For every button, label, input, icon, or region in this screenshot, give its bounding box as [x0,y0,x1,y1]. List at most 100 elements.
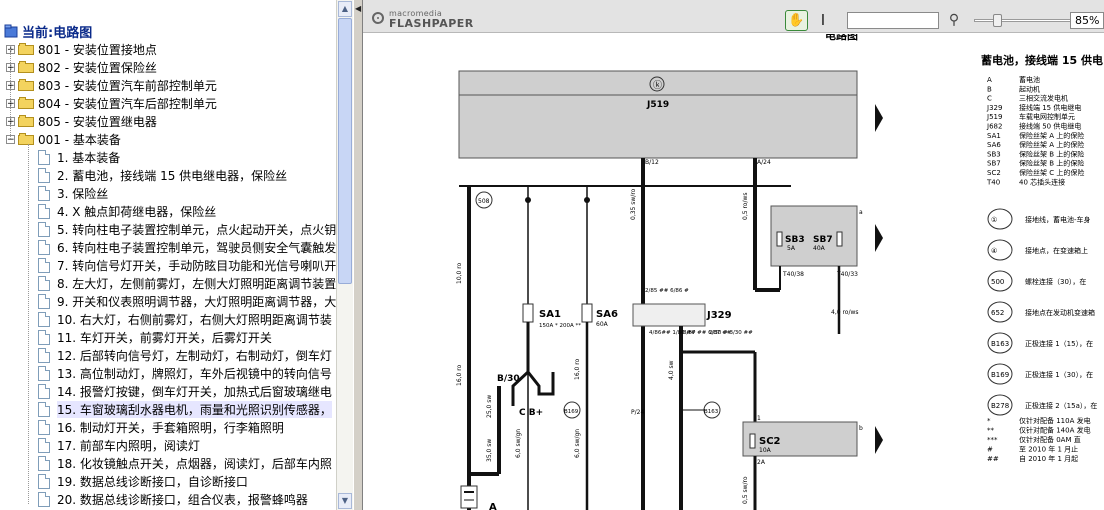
sb7-label: SB7 [813,235,833,245]
tree-item[interactable]: 16. 制动灯开关，手套箱照明，行李箱照明 [38,418,284,436]
tree-folder[interactable]: +805 - 安装位置继电器 [6,112,157,130]
tree-item[interactable]: 14. 报警灯按键，倒车灯开关，加热式后窗玻璃继电 [38,382,332,400]
tree-item[interactable]: 13. 高位制动灯，牌照灯，车外后视镜中的转向信号 [38,364,332,382]
tree-folder[interactable]: +802 - 安装位置保险丝 [6,58,157,76]
tree-item-label: 14. 报警灯按键，倒车灯开关，加热式后窗玻璃继电 [57,384,332,399]
legend-code: *** [987,436,998,444]
scroll-thumb[interactable] [338,18,352,284]
tree-scrollbar[interactable]: ▲ ▼ [336,0,353,510]
hand-tool-button[interactable]: ✋ [785,10,808,31]
svg-text:6,0 sw/gn: 6,0 sw/gn [515,429,522,458]
tree-item[interactable]: 17. 前部车内照明，阅读灯 [38,436,200,454]
tree-header[interactable]: 当前:电路图 [4,22,93,41]
tree-item[interactable]: 18. 化妆镜触点开关，点烟器，阅读灯，后部车内照 [38,454,332,472]
document-icon [38,419,50,435]
tree-item[interactable]: 11. 车灯开关，前雾灯开关，后雾灯开关 [38,328,272,346]
tree-item-label: 5. 转向柱电子装置控制单元，点火起动开关，点火钥 [57,222,336,237]
folder-icon [18,133,34,145]
svg-text:A/24: A/24 [757,159,771,166]
tree-item[interactable]: 10. 右大灯，右侧前雾灯，右侧大灯照明距离调节装 [38,310,332,328]
legend-code: SB7 [987,160,1001,168]
legend-code: B163 [991,340,1009,348]
tree-item[interactable]: 9. 开关和仪表照明调节器，大灯照明距离调节器，大 [38,292,336,310]
tree-folder-label: 804 - 安装位置汽车后部控制单元 [38,96,217,111]
svg-text:T40/33: T40/33 [836,271,858,278]
tree-item[interactable]: 20. 数据总线诊断接口，组合仪表，报警蜂鸣器 [38,490,308,508]
tree-item[interactable]: 6. 转向柱电子装置控制单元，驾驶员侧安全气囊触发 [38,238,336,256]
legend-code: J519 [986,113,1002,121]
brand-name: FLASHPAPER [389,17,474,30]
svg-text:B/12: B/12 [645,159,659,166]
legend-text: 保险丝架 B 上的保险 [1019,149,1084,158]
document-icon [38,347,50,363]
legend-title: 蓄电池，接线端 15 供电 [981,53,1103,67]
document-icon [38,383,50,399]
tree-item-label: 3. 保险丝 [57,186,109,201]
legend-code: ** [987,427,995,435]
legend-code: SB3 [987,150,1001,158]
document-icon [38,491,50,507]
svg-text:2/30 # 3/30 ##: 2/30 # 3/30 ## [709,330,753,336]
sa1-label: SA1 [539,309,561,320]
document-icon [38,185,50,201]
document-icon [38,257,50,273]
legend-code: ## [987,455,999,463]
svg-text:0,35 sw/ro: 0,35 sw/ro [630,188,637,220]
legend-text: 保险丝架 C 上的保险 [1019,168,1084,177]
tree-item[interactable]: 2. 蓄电池，接线端 15 供电继电器，保险丝 [38,166,287,184]
j519-label: J519 [646,100,669,110]
tree-folder[interactable]: +803 - 安装位置汽车前部控制单元 [6,76,217,94]
fuse-box-sc [742,421,858,457]
tree-item[interactable]: 1. 基本装备 [38,148,120,166]
svg-text:4,0 sw: 4,0 sw [668,360,675,380]
svg-text:0,5 sw/ro: 0,5 sw/ro [742,476,749,504]
document-icon [38,167,50,183]
sc2-label: SC2 [759,436,781,447]
tree-header-label: 当前:电路图 [22,25,93,41]
tree-item[interactable]: 19. 数据总线诊断接口，自诊断接口 [38,472,248,490]
folder-star-icon [4,24,18,38]
tree-item[interactable]: 4. X 触点卸荷继电器，保险丝 [38,202,216,220]
scroll-down-button[interactable]: ▼ [338,493,352,509]
tree-item[interactable]: 3. 保险丝 [38,184,108,202]
pane-splitter[interactable]: ◀ [353,0,363,510]
tree-item-label: 17. 前部车内照明，阅读灯 [57,438,200,453]
sb3-label: SB3 [785,235,805,245]
tree-folder[interactable]: −001 - 基本装备 [6,130,121,148]
legend-text: 车载电网控制单元 [1019,112,1075,121]
legend-code: B278 [991,402,1009,410]
svg-text:P/24: P/24 [631,409,644,416]
page-arrow-1 [875,104,883,132]
zoom-field[interactable]: 85% [1070,12,1104,29]
legend-code: C [987,95,992,103]
legend-text: 螺栓连接（30），在 [1025,277,1086,286]
svg-text:8/87 ## 6/87 ##: 8/87 ## 6/87 ## [683,330,732,336]
zoom-slider-thumb[interactable] [993,14,1002,27]
tree-item-label: 11. 车灯开关，前雾灯开关，后雾灯开关 [57,330,272,345]
tree-item[interactable]: 5. 转向柱电子装置控制单元，点火起动开关，点火钥 [38,220,336,238]
ground-508: 508 [478,198,490,205]
legend-text: 起动机 [1019,84,1040,93]
text-select-tool-button[interactable]: Ⅰ [815,10,831,31]
svg-text:150A * 200A **: 150A * 200A ** [539,323,581,329]
tree-item[interactable]: 15. 车窗玻璃刮水器电机，雨量和光照识别传感器， [38,400,332,418]
collapse-arrow-icon[interactable]: ◀ [355,4,362,13]
tree-folder[interactable]: +801 - 安装位置接地点 [6,40,157,58]
document-icon [38,365,50,381]
zoom-slider[interactable] [974,14,1074,27]
legend-text: 40 芯插头连接 [1019,177,1065,186]
macromedia-logo-icon [372,12,384,24]
legend-code: ④ [991,247,997,255]
tree-item[interactable]: 8. 左大灯，左侧前雾灯，左侧大灯照明距离调节装置 [38,274,336,292]
viewer-toolbar: macromedia FLASHPAPER ✋ Ⅰ ⚲ 85% [363,0,1104,33]
tree-item[interactable]: 7. 转向信号灯开关，手动防眩目功能和光信号喇叭开 [38,256,336,274]
scroll-up-button[interactable]: ▲ [338,1,352,17]
svg-text:40A: 40A [813,245,826,252]
search-input[interactable] [847,12,939,29]
tree-folder[interactable]: +804 - 安装位置汽车后部控制单元 [6,94,217,112]
document-icon [38,401,50,417]
search-button[interactable]: ⚲ [945,11,963,29]
tree-item[interactable]: 12. 后部转向信号灯，左制动灯，右制动灯，倒车灯 [38,346,332,364]
brand-top: macromedia [389,9,443,18]
